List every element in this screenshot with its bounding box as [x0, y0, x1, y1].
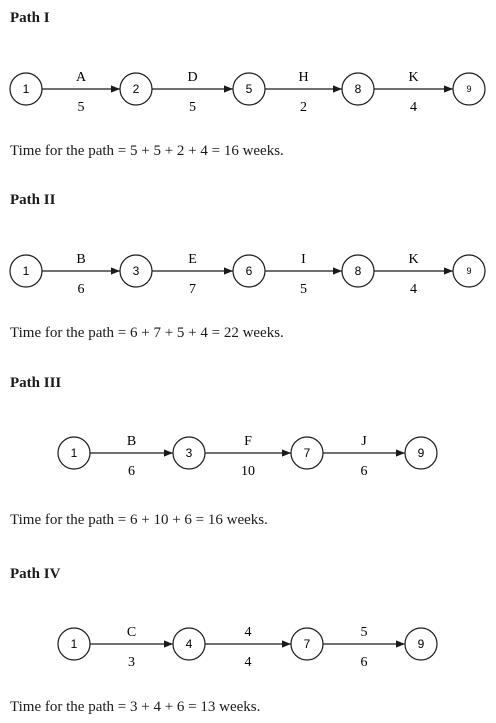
activity-duration: 4 [410, 282, 417, 297]
path-4-heading: Path IV [10, 566, 61, 582]
path-1-heading: Path I [10, 10, 50, 26]
event-node-number: 9 [418, 637, 425, 651]
path-4-network-diagram: C 3 4 4 5 6 1 4 7 9 [57, 625, 438, 670]
event-node: 7 [290, 436, 324, 470]
activity-label: H [298, 70, 308, 85]
event-node-number: 9 [418, 446, 425, 460]
activity-duration: 5 [189, 100, 196, 115]
activity-label: A [76, 70, 87, 85]
event-node: 6 [232, 254, 266, 288]
activity-label: F [244, 434, 252, 449]
event-node-number: 7 [304, 637, 311, 651]
path-1-network-diagram: A 5 D 5 H 2 K 4 1 2 5 8 9 [9, 70, 486, 115]
activity-duration: 2 [300, 100, 307, 115]
path-2-network-diagram: B 6 E 7 I 5 K 4 1 3 6 8 9 [9, 252, 486, 297]
event-node: 4 [172, 627, 206, 661]
activity-label: C [127, 625, 136, 640]
activity-label: 4 [245, 625, 252, 640]
event-node: 7 [290, 627, 324, 661]
event-node-number: 1 [23, 264, 30, 278]
activity-label: D [187, 70, 197, 85]
event-node-number: 9 [466, 266, 471, 276]
activity-duration: 6 [361, 655, 368, 670]
activity-label: K [408, 252, 418, 267]
event-node-number: 3 [133, 264, 140, 278]
event-node: 9 [452, 72, 486, 106]
activity-label: K [408, 70, 418, 85]
path-2-total-time: Time for the path = 6 + 7 + 5 + 4 = 22 w… [10, 325, 284, 341]
activity-duration: 6 [361, 464, 368, 479]
event-node-number: 8 [355, 264, 362, 278]
activity-duration: 3 [128, 655, 135, 670]
event-node: 3 [172, 436, 206, 470]
event-node-number: 1 [23, 82, 30, 96]
event-node-number: 8 [355, 82, 362, 96]
event-node-number: 3 [186, 446, 193, 460]
event-node: 3 [119, 254, 153, 288]
activity-label: J [361, 434, 367, 449]
activity-duration: 5 [78, 100, 85, 115]
event-node-number: 6 [246, 264, 253, 278]
activity-duration: 5 [300, 282, 307, 297]
event-node-number: 1 [71, 637, 78, 651]
activity-duration: 6 [128, 464, 135, 479]
activity-label: B [76, 252, 85, 267]
event-node: 8 [341, 254, 375, 288]
path-3-heading: Path III [10, 375, 62, 391]
event-node-number: 1 [71, 446, 78, 460]
event-node-number: 9 [466, 84, 471, 94]
event-node: 5 [232, 72, 266, 106]
event-node: 1 [57, 627, 91, 661]
activity-label: I [301, 252, 306, 267]
path-4-total-time: Time for the path = 3 + 4 + 6 = 13 weeks… [10, 699, 261, 715]
activity-duration: 6 [78, 282, 85, 297]
path-2-heading: Path II [10, 192, 56, 208]
activity-duration: 10 [241, 464, 255, 479]
event-node: 1 [9, 254, 43, 288]
path-3-network-diagram: B 6 F 10 J 6 1 3 7 9 [57, 434, 438, 479]
event-node: 1 [57, 436, 91, 470]
activity-label: 5 [361, 625, 368, 640]
event-node-number: 2 [133, 82, 140, 96]
event-node-number: 7 [304, 446, 311, 460]
activity-duration: 4 [245, 655, 252, 670]
event-node: 8 [341, 72, 375, 106]
event-node: 2 [119, 72, 153, 106]
path-1-total-time: Time for the path = 5 + 5 + 2 + 4 = 16 w… [10, 143, 284, 159]
event-node-number: 5 [246, 82, 253, 96]
activity-duration: 4 [410, 100, 417, 115]
event-node: 1 [9, 72, 43, 106]
event-node: 9 [404, 627, 438, 661]
event-node: 9 [404, 436, 438, 470]
event-node-number: 4 [186, 637, 193, 651]
event-node: 9 [452, 254, 486, 288]
activity-label: B [127, 434, 136, 449]
activity-duration: 7 [189, 282, 196, 297]
activity-label: E [188, 252, 197, 267]
path-3-total-time: Time for the path = 6 + 10 + 6 = 16 week… [10, 512, 268, 528]
